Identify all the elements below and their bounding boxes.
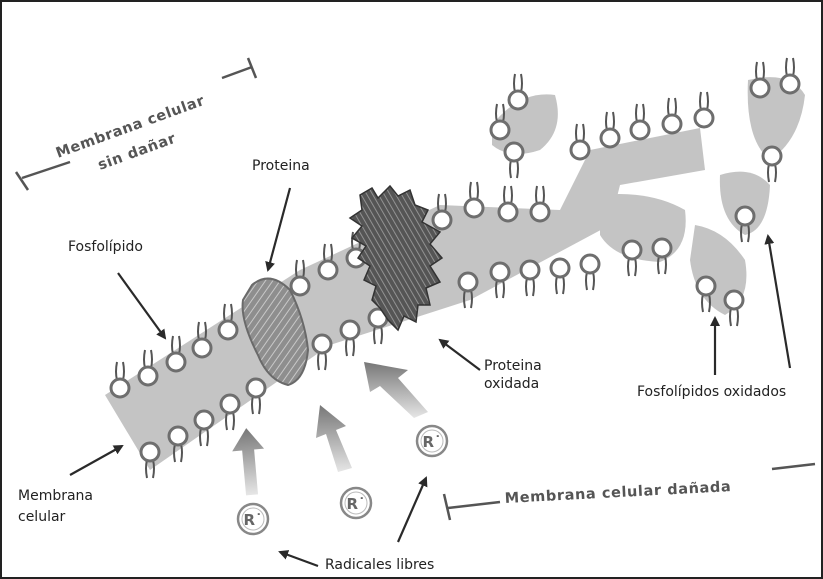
phospholipid-24 [581,255,599,290]
radical-arrow-1 [230,427,268,497]
label-fosfolipidos-oxidados: Fosfolípidos oxidados [637,384,786,400]
arrow-proteina-oxidada [440,340,480,370]
phospholipid-33 [781,58,799,93]
phospholipid-35 [763,147,781,182]
phospholipid-29 [695,92,713,127]
phospholipid-28 [663,98,681,133]
arrow-fosfolipido [118,273,165,338]
label-fosfolipido: Fosfolípido [68,239,143,255]
phospholipid-25 [571,124,589,159]
phospholipid-19 [531,186,549,221]
phospholipid-27 [631,104,649,139]
label-membrana-celular-1: Membrana [18,488,93,504]
arrow-proteina [268,188,290,270]
phospholipid-0 [111,362,129,397]
phospholipid-23 [551,259,569,294]
phospholipid-34 [505,143,523,178]
label-radicales-libres: Radicales libres [325,557,434,573]
radical-2: R˙ [341,488,371,518]
phospholipid-22 [521,261,539,296]
arrow-radicales-right [398,478,426,542]
radical-3: R˙ [417,426,447,456]
label-membrana-celular-2: celular [18,509,66,525]
phospholipid-26 [601,112,619,147]
arrow-fosfolipidos-oxidados-right [768,236,790,368]
phospholipid-30 [509,74,527,109]
label-membrana-danada: Membrana celular dañada [504,479,731,507]
label-proteina-oxidada-2: oxidada [484,376,539,392]
arrow-membrana-celular [70,446,122,475]
radical-3-label: R˙ [422,433,441,451]
membrane-fragment-mid [600,194,686,262]
radical-arrow-3 [364,362,428,418]
label-proteina: Proteina [252,158,310,174]
radical-1: R˙ [238,504,268,534]
label-proteina-oxidada-1: Proteina [484,358,542,374]
phospholipid-17 [465,182,483,217]
phospholipid-18 [499,186,517,221]
radical-arrow-2 [316,405,352,472]
radical-2-label: R˙ [346,495,365,513]
arrow-radicales-left [280,552,318,566]
radical-1-label: R˙ [243,511,262,529]
